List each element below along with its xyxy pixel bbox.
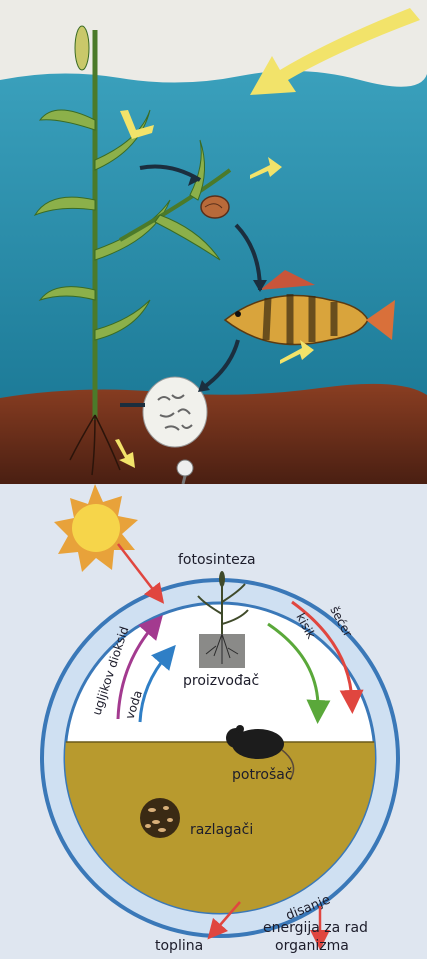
cycle-diagram: fotosinteza proizvođač ugljikov dioksid … — [0, 484, 427, 959]
decomposers-icon — [140, 798, 180, 838]
ecosystem-cycle-diagram: fotosinteza proizvođač ugljikov dioksid … — [0, 484, 427, 959]
decomposer-bubble — [143, 377, 207, 447]
aquatic-food-chain-illustration — [0, 0, 427, 484]
heat-label: toplina — [155, 938, 203, 954]
lake-bottom-sediment — [0, 384, 427, 484]
producer-label: proizvođač — [183, 673, 259, 689]
decomposers-label: razlagači — [190, 822, 253, 838]
consumer-label: potrošač — [232, 767, 293, 783]
snail — [201, 196, 229, 218]
photosynthesis-label: fotosinteza — [178, 552, 256, 568]
aquatic-scene — [0, 0, 427, 484]
energy-label-line2: organizma — [275, 938, 349, 954]
energy-label-line1: energija za rad — [263, 920, 368, 936]
